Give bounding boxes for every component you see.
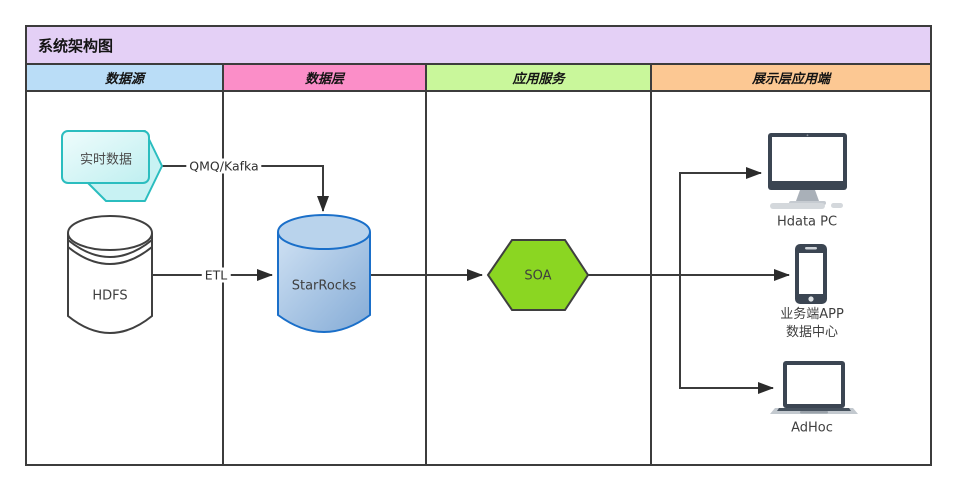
lane-datasource (27, 92, 224, 464)
lane-body (27, 92, 930, 464)
lane-appservice (427, 92, 652, 464)
column-header-3: 展示层应用端 (652, 65, 930, 90)
column-header-2: 应用服务 (427, 65, 652, 90)
lane-datalayer (224, 92, 427, 464)
diagram-frame: 系统架构图 数据源 数据层 应用服务 展示层应用端 (25, 25, 932, 466)
lane-presentation (652, 92, 930, 464)
column-header-0: 数据源 (27, 65, 224, 90)
column-header-label: 展示层应用端 (751, 72, 830, 87)
column-header-1: 数据层 (224, 65, 427, 90)
title-bar: 系统架构图 (27, 27, 930, 65)
column-header-row: 数据源 数据层 应用服务 展示层应用端 (27, 65, 930, 92)
column-header-label: 数据源 (104, 72, 144, 87)
page-title: 系统架构图 (38, 36, 114, 55)
column-header-label: 数据层 (304, 72, 344, 87)
column-header-label: 应用服务 (512, 72, 565, 87)
